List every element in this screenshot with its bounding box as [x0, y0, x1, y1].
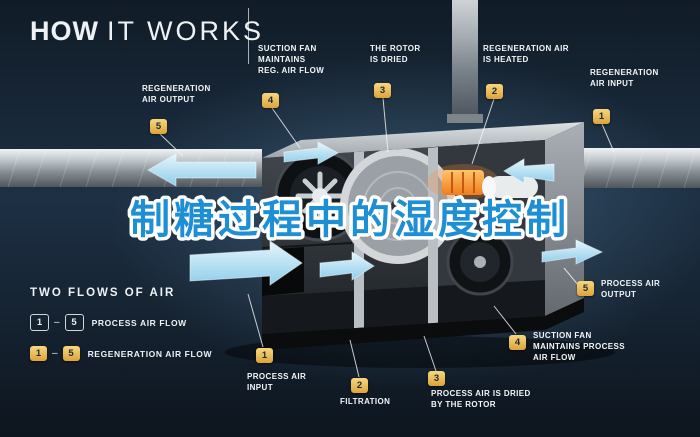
- callout-number-rotor-is-dried: 3: [374, 83, 391, 98]
- regen-input-arrow: [503, 158, 555, 184]
- callout-number-suction-fan-reg: 4: [262, 93, 279, 108]
- airflow-arrows: [146, 141, 604, 286]
- callout-label-process-air-dried: PROCESS AIR IS DRIED BY THE ROTOR: [431, 389, 531, 409]
- page-title-light: IT WORKS: [106, 16, 264, 46]
- callout-leader-lines: [159, 97, 615, 378]
- callout-number-process-air-output: 5: [577, 281, 594, 296]
- callout-number-regeneration-air-heated: 2: [486, 84, 503, 99]
- process-output-arrow: [541, 239, 604, 265]
- motor-cylinder: [482, 176, 538, 198]
- legend-process-from-chip: 1: [30, 314, 49, 331]
- legend-row-regeneration: 1 – 5 REGENERATION AIR FLOW: [30, 346, 212, 361]
- legend: TWO FLOWS OF AIR 1 – 5 PROCESS AIR FLOW …: [30, 287, 212, 361]
- callout-label-process-air-input: PROCESS AIR INPUT: [247, 372, 307, 392]
- callout-label-regeneration-air-input: REGENERATION AIR INPUT: [590, 68, 659, 88]
- process-inner-arrow: [319, 251, 375, 281]
- desiccant-rotor: [340, 148, 456, 264]
- callout-number-regeneration-air-input: 1: [593, 109, 610, 124]
- chinese-overlay-text: 制糖过程中的湿度控制: [130, 198, 570, 242]
- legend-heading: TWO FLOWS OF AIR: [30, 287, 176, 299]
- legend-separator: –: [52, 348, 58, 359]
- process-fan: [446, 228, 514, 296]
- callout-label-process-air-output: PROCESS AIR OUTPUT: [601, 279, 661, 299]
- left-duct: [0, 148, 262, 188]
- callout-number-filtration: 2: [351, 378, 368, 393]
- page-title-bold: HOW: [30, 16, 99, 46]
- legend-separator: –: [54, 317, 60, 328]
- legend-regeneration-to-chip: 5: [62, 346, 80, 361]
- legend-process-to-chip: 5: [64, 314, 84, 331]
- title-divider: [248, 8, 249, 64]
- regen-fan-arrow: [283, 141, 340, 165]
- regen-output-arrow: [146, 153, 257, 187]
- legend-regeneration-from-chip: 1: [30, 346, 47, 361]
- callout-label-rotor-is-dried: THE ROTOR IS DRIED: [370, 44, 421, 64]
- callout-number-regeneration-air-output: 5: [150, 119, 167, 134]
- callout-label-suction-fan-reg: SUCTION FAN MAINTAINS REG. AIR FLOW: [258, 44, 325, 75]
- callout-number-process-air-input: 1: [256, 348, 273, 363]
- chinese-overlay: 制糖过程中的湿度控制: [127, 195, 570, 246]
- callout-number-suction-fan-process: 4: [509, 335, 526, 350]
- callout-label-regeneration-air-output: REGENERATION AIR OUTPUT: [142, 84, 211, 104]
- callout-number-process-air-dried: 3: [428, 371, 445, 386]
- callout-label-regeneration-air-heated: REGENERATION AIR IS HEATED: [483, 44, 569, 64]
- legend-process-label: PROCESS AIR FLOW: [91, 317, 187, 328]
- callout-label-filtration: FILTRATION: [340, 397, 391, 406]
- machine-base: [262, 298, 584, 350]
- legend-row-process: 1 – 5 PROCESS AIR FLOW: [30, 314, 212, 331]
- process-input-arrow: [189, 240, 303, 286]
- legend-regeneration-label: REGENERATION AIR FLOW: [87, 348, 213, 359]
- vertical-duct: [447, 0, 483, 123]
- heater: [427, 164, 499, 200]
- callout-label-suction-fan-process: SUCTION FAN MAINTAINS PROCESS AIR FLOW: [533, 331, 625, 362]
